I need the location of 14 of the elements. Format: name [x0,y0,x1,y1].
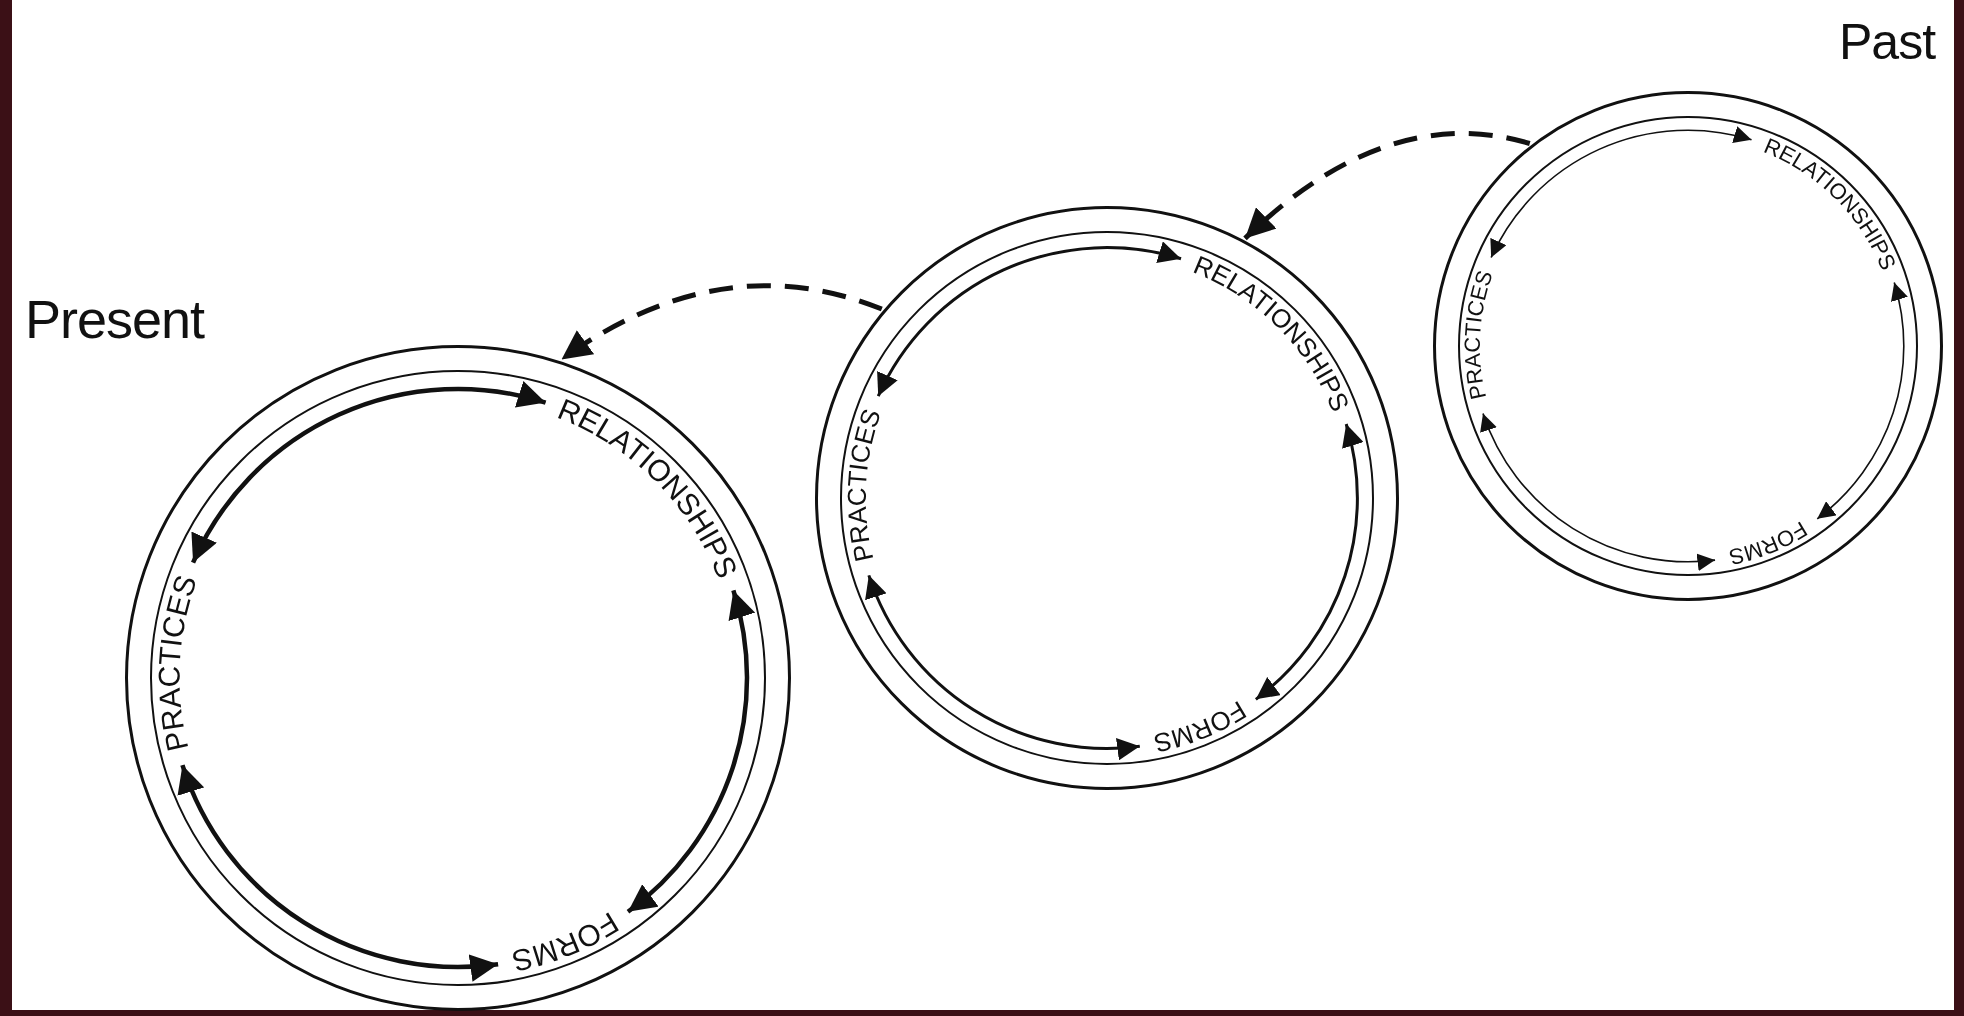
curved-arrow [866,574,1140,759]
curved-arrow [1816,281,1907,520]
curved-arrow [1490,127,1753,259]
era-heading: Past [1839,13,1936,71]
dashed-arrow [560,283,883,362]
curved-arrow [179,764,499,981]
curved-arrow [876,242,1182,397]
dashed-arrow [1243,131,1531,241]
curved-arrow [1481,412,1716,570]
curved-arrow [626,589,754,914]
era-heading: Present [25,288,205,350]
curved-arrow [191,382,547,564]
ring [815,206,1399,790]
curved-arrow [1254,423,1363,701]
